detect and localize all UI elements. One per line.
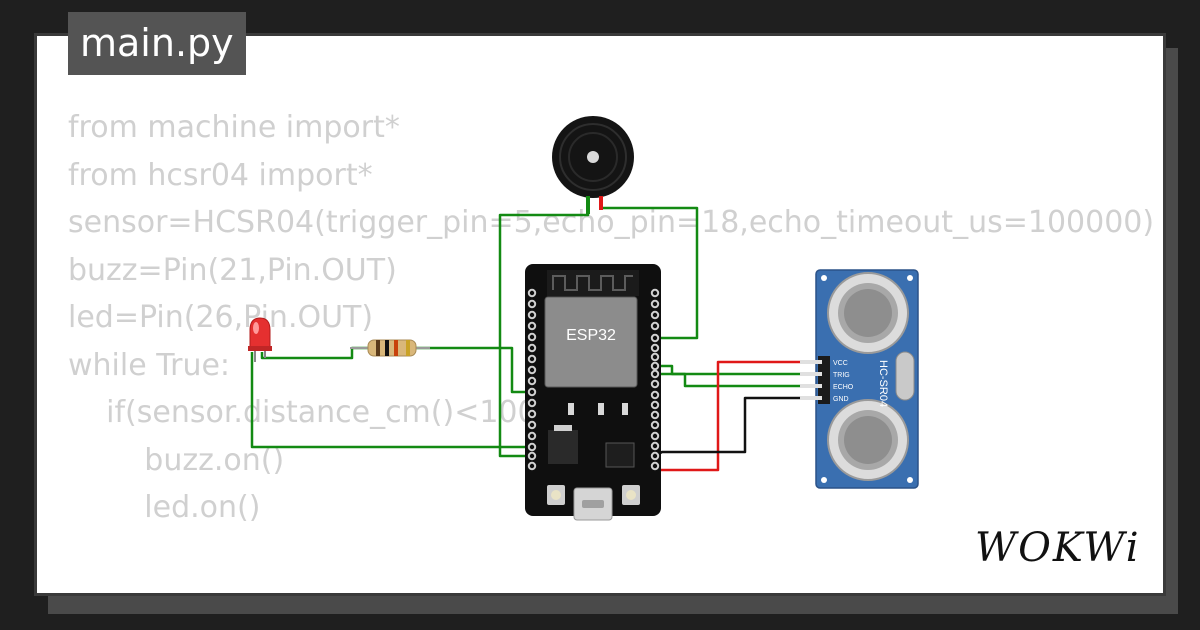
esp32-label: ESP32 [566, 327, 616, 344]
wire-gnd[interactable] [654, 396, 822, 458]
code-line: buzz.on() [68, 442, 285, 478]
pin-label-echo: ECHO [833, 384, 854, 391]
code-overlay: from machine import* from hcsr04 import*… [68, 104, 1154, 532]
led[interactable] [248, 317, 272, 362]
wokwi-logo: WOKWi [975, 525, 1141, 571]
wire-led-resistor[interactable] [260, 346, 368, 360]
code-line: buzz=Pin(21,Pin.OUT) [68, 252, 397, 288]
code-line: if(sensor.distance_cm()<100): [68, 395, 559, 430]
wire-trig[interactable] [655, 364, 822, 376]
wire-resistor-esp32[interactable] [416, 346, 532, 394]
resistor[interactable] [350, 339, 430, 357]
code-line: from machine import* [68, 110, 400, 145]
file-tab[interactable]: main.py [68, 12, 246, 75]
sensor-model-label: HC-SR04 [877, 360, 889, 407]
code-line: led=Pin(26,Pin.OUT) [68, 300, 374, 335]
code-line: while True: [68, 347, 231, 383]
code-line: led.on() [68, 490, 261, 525]
code-line: sensor=HCSR04(trigger_pin=5,echo_pin=18,… [68, 205, 1155, 240]
hc-sr04-sensor[interactable]: HC-SR04 VCC TRIG ECHO GND [800, 269, 919, 489]
wire-vcc[interactable] [654, 360, 822, 472]
esp32-board[interactable]: ESP32 [525, 264, 661, 521]
pin-label-gnd: GND [833, 396, 849, 403]
pin-label-trig: TRIG [833, 372, 850, 379]
wire-led-gnd[interactable] [250, 352, 532, 449]
pin-label-vcc: VCC [833, 360, 848, 367]
wire-echo[interactable] [655, 372, 822, 388]
code-line: from hcsr04 import* [68, 157, 373, 193]
buzzer[interactable] [552, 116, 634, 214]
